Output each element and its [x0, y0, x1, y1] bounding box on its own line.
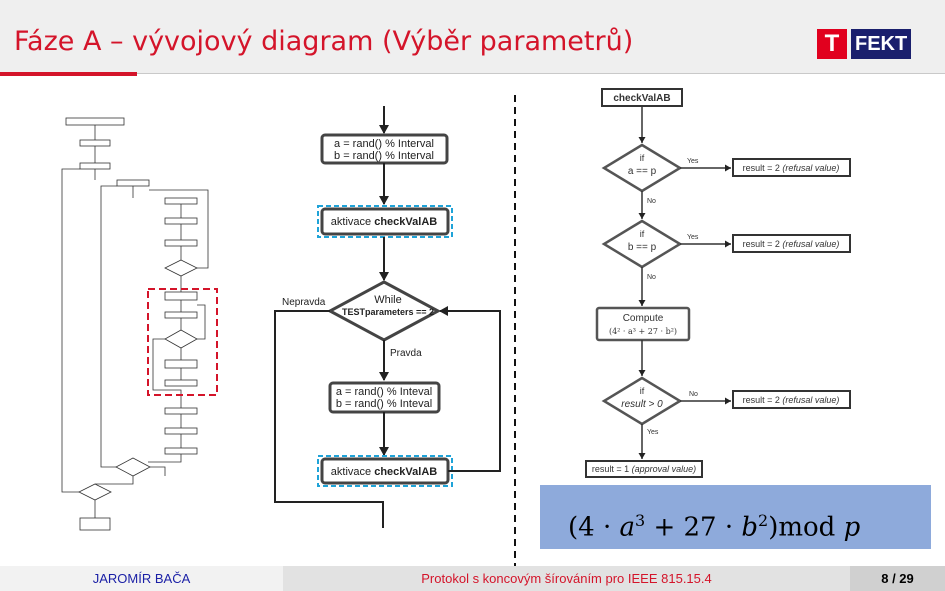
decision-result-cond: result > 0: [621, 399, 663, 410]
decision-a-cond: a == p: [628, 166, 657, 177]
approval-label: result = 1 (approval value): [592, 464, 696, 474]
decision-a-yes: Yes: [687, 158, 699, 165]
refusal-label-3: result = 2 (refusal value): [743, 395, 840, 405]
decision-b-cond: b == p: [628, 242, 657, 253]
logo-word: FEKT: [851, 29, 912, 59]
slide-header: [0, 0, 945, 74]
slide-title: Fáze A – vývojový diagram (Výběr paramet…: [14, 26, 634, 57]
middle-flowchart: a = rand() % Interval b = rand() % Inter…: [274, 106, 501, 528]
footer-page-number: 8 / 29: [850, 566, 945, 591]
checkvalab-flowchart: checkValAB if a == p Yes result = 2 (ref…: [585, 88, 851, 478]
slide-footer: JAROMÍR BAČA Protokol s koncovým šírován…: [0, 566, 945, 591]
while-condition: TESTparameters == 2: [342, 307, 434, 317]
rand-loop-line1: a = rand() % Inteval: [336, 386, 432, 398]
refusal-box-1: [732, 158, 851, 177]
activation-box-1: [320, 207, 450, 236]
decision-a-if: if: [640, 153, 645, 163]
activation-label-1: aktivace checkValAB: [331, 216, 437, 228]
start-label: checkValAB: [613, 93, 670, 104]
refusal-box-3: [732, 390, 851, 409]
compute-label: Compute: [623, 313, 664, 324]
rand-loop-line2: b = rand() % Inteval: [336, 398, 432, 410]
rand-init-line1: a = rand() % Interval: [334, 138, 434, 150]
logo-mark: T: [817, 29, 847, 59]
formula: (4 · a3 + 27 · b2)mod p: [568, 511, 861, 543]
approval-box: [585, 460, 703, 478]
header-accent-bar: [0, 72, 137, 76]
header-divider: [0, 73, 945, 74]
while-label: While: [374, 294, 402, 306]
footer-author: JAROMÍR BAČA: [0, 566, 283, 591]
footer-talk-title: Protokol s koncovým šírováním pro IEEE 8…: [283, 566, 850, 591]
activation-label-2: aktivace checkValAB: [331, 466, 437, 478]
overview-flowchart-thumbnail: [61, 117, 209, 531]
no-branch-label: Nepravda: [282, 297, 326, 308]
compute-box: [595, 306, 691, 342]
decision-b-if: if: [640, 229, 645, 239]
decision-a-no: No: [647, 198, 656, 205]
yes-branch-label: Pravda: [390, 348, 422, 359]
decision-result-if: if: [640, 386, 645, 396]
formula-box: (4 · a3 + 27 · b2)mod p: [540, 485, 931, 549]
highlight-region: [147, 288, 218, 396]
refusal-label-2: result = 2 (refusal value): [743, 239, 840, 249]
compute-expression: (4² · a³ + 27 · b²): [609, 327, 677, 336]
slide-figures: a = rand() % Interval b = rand() % Inter…: [61, 88, 851, 566]
decision-b-yes: Yes: [687, 234, 699, 241]
decision-b-no: No: [647, 274, 656, 281]
refusal-label-1: result = 2 (refusal value): [743, 163, 840, 173]
decision-result-no: No: [689, 391, 698, 398]
refusal-box-2: [732, 234, 851, 253]
rand-init-line2: b = rand() % Interval: [334, 150, 434, 162]
decision-result-yes: Yes: [647, 429, 659, 436]
